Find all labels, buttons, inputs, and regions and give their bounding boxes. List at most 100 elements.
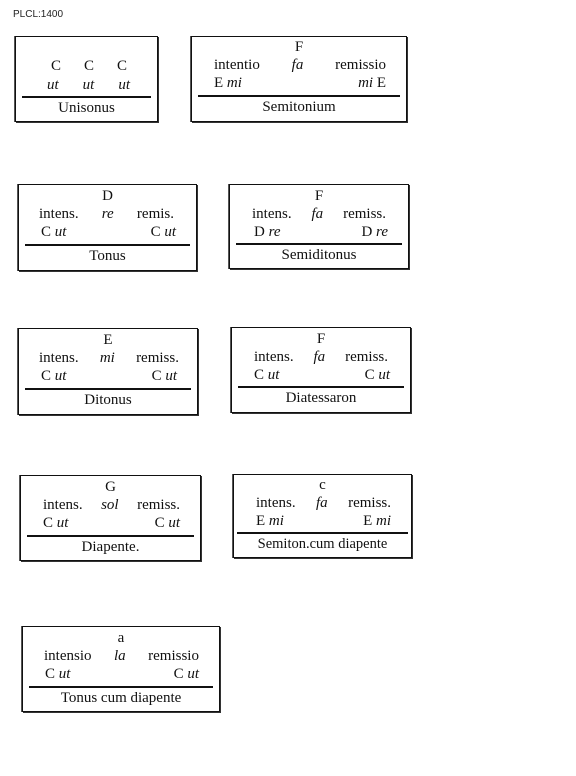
bottom-right-note: E mi [363, 513, 391, 529]
solmization-syllable: fa [316, 495, 328, 511]
interval-box-semiditonus: F intens. fa remiss. D re D re Semiditon… [229, 184, 409, 269]
remissio-label: remiss. [345, 349, 388, 365]
bottom-left-note: C ut [41, 224, 67, 240]
solmization-syllable: la [113, 648, 126, 664]
intensio-remissio-row: intentio fa remissio [214, 57, 386, 74]
bottom-right-note: C ut [151, 368, 177, 384]
interval-box-semiton-cum-diapente: c intens. fa remiss. E mi E mi Semiton.c… [233, 474, 412, 558]
remissio-label: remiss. [137, 497, 180, 513]
separator-line [198, 95, 400, 97]
bottom-notes-row: C ut C ut [41, 224, 176, 241]
separator-line [27, 535, 194, 537]
solmization-syllable: fa [291, 57, 304, 73]
intensio-remissio-row: intens. mi remiss. [39, 350, 179, 367]
bottom-left-note: C ut [254, 367, 280, 383]
separator-line [29, 686, 213, 688]
solmization-syllable: fa [313, 349, 326, 365]
top-note: E [103, 332, 113, 348]
bottom-notes-row: C ut C ut [254, 367, 390, 384]
interval-name: Diatessaron [285, 390, 357, 406]
intensio-label: intentio [214, 57, 260, 73]
intensio-label: intens. [43, 497, 83, 513]
separator-line [22, 96, 151, 98]
bottom-notes-row: D re D re [254, 224, 388, 241]
intensio-remissio-row: intens. re remis. [39, 206, 174, 223]
top-note: c [319, 477, 326, 493]
separator-line [237, 532, 408, 534]
intensio-label: intens. [256, 495, 296, 511]
bottom-right-note: C ut [150, 224, 176, 240]
solmization-syllable: ut [82, 77, 95, 93]
solmization-syllable: ut [47, 77, 59, 93]
bottom-left-note: C ut [45, 666, 71, 682]
intensio-label: intens. [252, 206, 292, 222]
top-note: a [117, 630, 125, 646]
interval-name: Tonus [89, 248, 126, 264]
intensio-label: intens. [39, 206, 79, 222]
bottom-left-note: E mi [256, 513, 284, 529]
separator-line [25, 388, 191, 390]
interval-box-tonus: D intens. re remis. C ut C ut Tonus [18, 184, 197, 271]
intensio-label: intens. [254, 349, 294, 365]
interval-box-diatessaron: F intens. fa remiss. C ut C ut Diatessar… [231, 327, 411, 413]
separator-line [25, 244, 190, 246]
bottom-right-note: mi E [358, 75, 386, 91]
solmization-syllable: re [101, 206, 114, 222]
page-header: PLCL:1400 [13, 9, 64, 20]
solmization-syllable: mi [99, 350, 115, 366]
remissio-label: remissio [148, 648, 199, 664]
top-note: G [105, 479, 116, 495]
remissio-label: remiss. [348, 495, 391, 511]
remissio-label: remiss. [136, 350, 179, 366]
intensio-remissio-row: intensio la remissio [44, 648, 199, 665]
syllables-row: ut ut ut [47, 77, 130, 94]
interval-box-unisonus: C C C ut ut ut Unisonus [15, 36, 158, 122]
bottom-notes-row: C ut C ut [45, 666, 199, 683]
solmization-syllable: fa [311, 206, 324, 222]
separator-line [238, 386, 404, 388]
bottom-left-note: C ut [41, 368, 67, 384]
note-letters-row: C C C [51, 58, 127, 75]
intensio-label: intensio [44, 648, 92, 664]
separator-line [236, 243, 402, 245]
bottom-right-note: D re [361, 224, 388, 240]
interval-name: Diapente. [81, 539, 140, 555]
note-letter: C [83, 58, 94, 74]
interval-name: Unisonus [58, 100, 115, 116]
top-note: F [294, 39, 304, 55]
intensio-remissio-row: intens. fa remiss. [252, 206, 386, 223]
solmization-syllable: ut [118, 77, 130, 93]
bottom-left-note: E mi [214, 75, 242, 91]
top-note: F [316, 331, 326, 347]
interval-name: Semitonium [262, 99, 336, 115]
note-letter: C [116, 58, 127, 74]
interval-name: Semiditonus [281, 247, 357, 263]
bottom-left-note: D re [254, 224, 281, 240]
bottom-right-note: C ut [364, 367, 390, 383]
intensio-remissio-row: intens. sol remiss. [43, 497, 180, 514]
interval-box-ditonus: E intens. mi remiss. C ut C ut Ditonus [18, 328, 198, 415]
top-note: F [314, 188, 324, 204]
remissio-label: remiss. [343, 206, 386, 222]
intensio-remissio-row: intens. fa remiss. [254, 349, 388, 366]
interval-box-tonus-cum-diapente: a intensio la remissio C ut C ut Tonus c… [22, 626, 220, 712]
remissio-label: remissio [335, 57, 386, 73]
intensio-label: intens. [39, 350, 79, 366]
intensio-remissio-row: intens. fa remiss. [256, 495, 391, 512]
bottom-notes-row: C ut C ut [41, 368, 177, 385]
bottom-right-note: C ut [173, 666, 199, 682]
bottom-left-note: C ut [43, 515, 69, 531]
interval-name: Semiton.cum diapente [257, 536, 388, 552]
note-letter: C [51, 58, 62, 74]
interval-box-semitonium: F intentio fa remissio E mi mi E Semiton… [191, 36, 407, 122]
bottom-right-note: C ut [154, 515, 180, 531]
bottom-notes-row: C ut C ut [43, 515, 180, 532]
interval-box-diapente: G intens. sol remiss. C ut C ut Diapente… [20, 475, 201, 561]
interval-name: Tonus cum diapente [60, 690, 182, 706]
bottom-notes-row: E mi E mi [256, 513, 391, 530]
top-note: D [102, 188, 113, 204]
interval-name: Ditonus [84, 392, 132, 408]
solmization-syllable: sol [101, 497, 119, 513]
bottom-notes-row: E mi mi E [214, 75, 386, 92]
remissio-label: remis. [136, 206, 174, 222]
